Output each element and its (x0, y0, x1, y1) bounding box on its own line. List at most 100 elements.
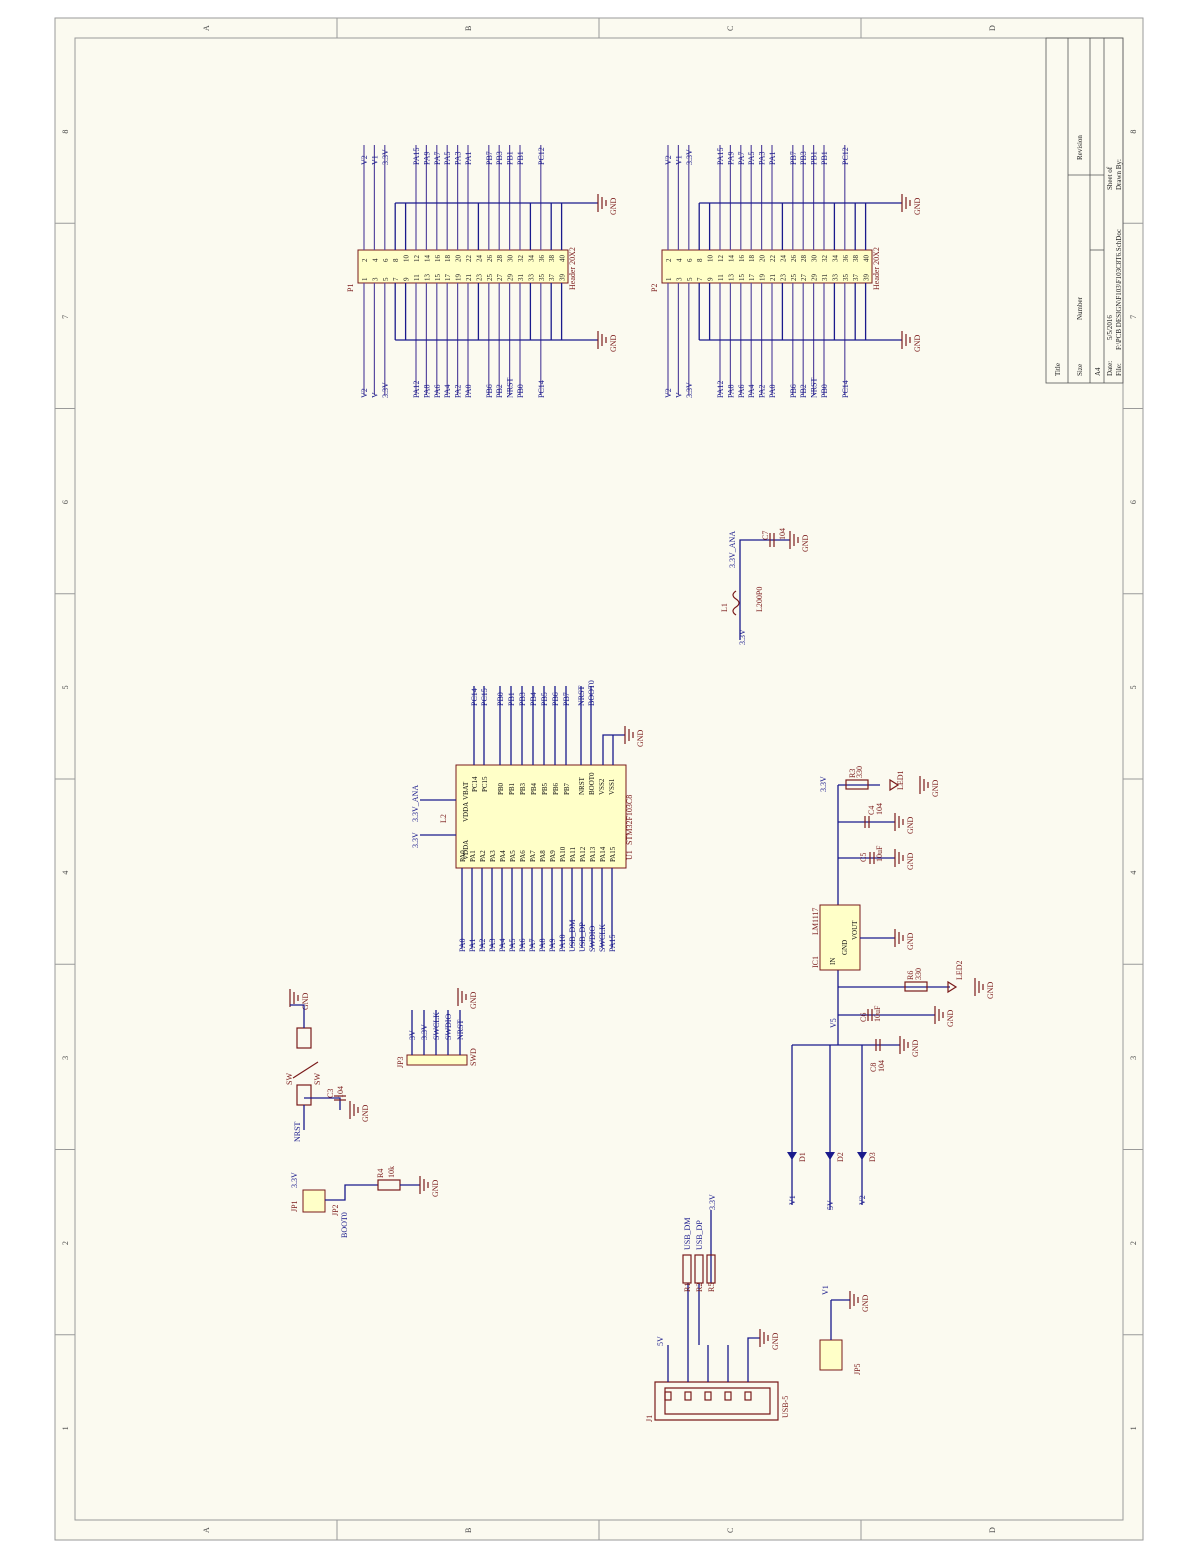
pin-number: 15 (738, 274, 746, 282)
header-top-net: PA1 (464, 152, 473, 166)
header-top-net: PB3 (799, 151, 808, 165)
mcu-top-net: PB6 (551, 692, 560, 706)
mcu-pin: PB4 (530, 782, 538, 795)
pin-number: 40 (559, 255, 567, 263)
header-bottom-net: PA6 (433, 385, 442, 399)
gnd-label: GND (431, 1179, 440, 1197)
led2-symbol (947, 980, 958, 994)
reset-sw-ref: SW (285, 1073, 294, 1085)
pin-number: 21 (769, 274, 777, 282)
date-value: 5/5/2016 (1106, 315, 1114, 340)
gnd-label: GND (906, 932, 915, 950)
pin-number: 7 (392, 277, 400, 281)
mcu-top-net: PB1 (507, 692, 516, 706)
c3-ref: C3 (326, 1089, 335, 1098)
mcu-pin: PB6 (552, 782, 560, 795)
pin-number: 6 (382, 258, 390, 262)
zone-number-left: 7 (61, 315, 70, 319)
mcu-pin: PA9 (549, 850, 557, 862)
gnd-label: GND (771, 1332, 780, 1350)
swd-ref: JP3 (396, 1056, 405, 1068)
mcu-pin: PA6 (519, 850, 527, 862)
mcu-pin: PA2 (479, 850, 487, 862)
number-label: Number (1076, 296, 1084, 320)
mcu-pin: PC15 (481, 776, 489, 792)
header-bottom-net: V (674, 392, 683, 398)
gnd-label: GND (609, 197, 618, 215)
swd-name: SWD (469, 1048, 478, 1066)
ldo-part: LM1117 (811, 908, 820, 935)
pin-number: 37 (548, 274, 556, 282)
mcu-top-net: PC15 (480, 688, 489, 706)
header-top-net: PB1 (516, 151, 525, 165)
usb-net: USB_DM (683, 1218, 692, 1250)
header-top-net: V1 (674, 155, 683, 165)
zone-number-left: 4 (61, 871, 70, 875)
pin-number: 3 (371, 277, 379, 281)
jp2-name: JP2 (331, 1204, 340, 1216)
mcu-pin: PA14 (599, 846, 607, 862)
gnd-label: GND (911, 1039, 920, 1057)
header-bottom-net: PB0 (820, 384, 829, 398)
usb-name: USB-5 (781, 1396, 790, 1418)
size-value: A4 (1094, 367, 1102, 376)
pin-number: 31 (517, 274, 525, 282)
header-bottom-net: PA4 (443, 385, 452, 399)
boot-net: BOOT0 (340, 1212, 349, 1238)
r3-value: 330 (855, 766, 864, 778)
pin-number: 34 (527, 255, 535, 263)
gnd-label: GND (906, 852, 915, 870)
file-label: File: (1115, 363, 1123, 376)
header-top-net: PC12 (537, 147, 546, 165)
pin-number: 5 (686, 277, 694, 281)
ldo-pin-in: IN (829, 958, 837, 965)
gnd-symbol: GND (789, 531, 810, 552)
gnd-label: GND (469, 991, 478, 1009)
header-top-net: PA7 (737, 152, 746, 166)
boot-jumper: JP1 JP2 BOOT0 R4 10k 3.3V (290, 1166, 420, 1238)
pin-number: 35 (538, 274, 546, 282)
r6-value: 330 (914, 968, 923, 980)
zone-letter-bottom: D (988, 1527, 997, 1533)
mcu-pin: PB1 (508, 782, 516, 795)
pin-number: 16 (434, 255, 442, 263)
pin-number: 18 (748, 255, 756, 263)
sheet-label: Sheet of (1106, 166, 1114, 190)
header-top-net: PB7 (485, 151, 494, 165)
pin-number: 30 (811, 255, 819, 263)
pin-number: 11 (413, 274, 421, 281)
pin-number: 2 (665, 258, 673, 262)
pin-number: 12 (413, 255, 421, 263)
gnd-label: GND (361, 1104, 370, 1122)
swd-net: SWDIO (444, 1014, 453, 1040)
led1-symbol (889, 778, 900, 792)
pin-number: 23 (475, 274, 483, 282)
gnd-label: GND (636, 729, 645, 747)
header-top-net: V2 (664, 155, 673, 165)
pin-number: 26 (790, 255, 798, 263)
c5-value: 10uF (875, 845, 884, 862)
pin-number: 32 (821, 255, 829, 263)
pin-number: 24 (475, 255, 483, 263)
mcu-bottom-net: PA15 (608, 935, 617, 953)
header-p2: 2143658710912111413161518172019222124232… (650, 145, 922, 398)
pin-number: 20 (759, 255, 767, 263)
c6-ref: C6 (859, 1013, 868, 1022)
header-bottom-net: PC14 (537, 380, 546, 398)
header-top-net: PA15 (716, 148, 725, 166)
header-bottom-net: 3.3V (381, 382, 390, 398)
mcu-pin: PA12 (579, 846, 587, 862)
header-top-net: V1 (370, 155, 379, 165)
zone-letter-top: D (988, 25, 997, 31)
r1-ref: R1 (683, 1283, 692, 1292)
mcu-bottom-net: PA2 (478, 939, 487, 953)
zone-number-left: 2 (61, 1241, 70, 1245)
mcu-pin: PA7 (529, 850, 537, 862)
gnd-symbol: GND (597, 331, 618, 352)
pin-number: 19 (759, 274, 767, 282)
zone-letter-top: B (464, 26, 473, 31)
mcu-pin: PA3 (489, 850, 497, 862)
mcu-left-net: 3.3V (411, 832, 420, 848)
